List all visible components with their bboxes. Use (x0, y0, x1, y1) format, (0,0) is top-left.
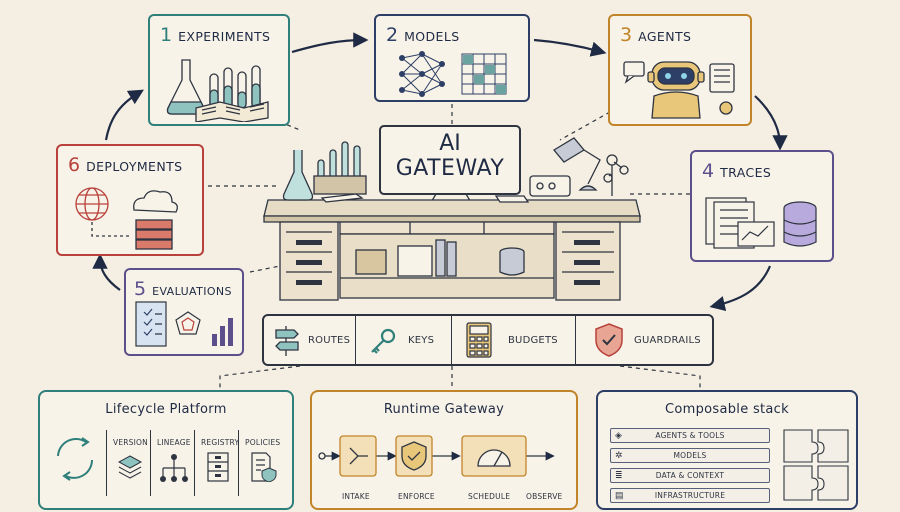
gateway-toolbar: ROUTES KEYS BUDGETS GUARDRAILS (262, 314, 714, 366)
cabinet-icon (207, 452, 229, 482)
step-number: 6 (68, 154, 81, 176)
step-title: AGENTS (638, 29, 692, 44)
stack-layer-label: AGENTS & TOOLS (655, 431, 725, 440)
lifecycle-item-label: REGISTRY (201, 438, 240, 447)
lifecycle-item-policies[interactable]: POLICIES (238, 430, 285, 496)
gateway-title-line1: AI (439, 131, 461, 156)
shield-icon (595, 323, 623, 357)
step-title: EXPERIMENTS (178, 29, 271, 44)
database-icon: ≣ (615, 470, 623, 480)
runtime-stage-label: ENFORCE (398, 492, 435, 501)
policy-document-icon (251, 452, 277, 482)
lifecycle-item-version[interactable]: VERSION (106, 430, 151, 496)
stack-layer-infrastructure[interactable]: ▤ INFRASTRUCTURE (610, 488, 770, 503)
panel-title: Composable stack (665, 402, 789, 417)
lifecycle-item-label: POLICIES (245, 438, 281, 447)
robot-icon (623, 61, 735, 119)
signpost-icon (275, 326, 299, 356)
arrow-agents-to-traces (754, 95, 788, 151)
step-title: DEPLOYMENTS (86, 159, 183, 174)
stack-layer-label: MODELS (673, 451, 707, 460)
neural-network-icon (399, 51, 507, 97)
checklist-icon (135, 301, 233, 347)
toolbar-guardrails[interactable]: GUARDRAILS (576, 316, 712, 364)
arrow-experiments-to-models (291, 32, 369, 54)
step-number: 4 (702, 160, 715, 182)
toolbar-budgets[interactable]: BUDGETS (452, 316, 576, 364)
cycle-arrows-icon (57, 437, 93, 481)
arrow-models-to-agents (533, 38, 607, 57)
lifecycle-items: VERSION LINEAGE REGISTRY POLICIES (106, 430, 286, 500)
toolbar-label: GUARDRAILS (634, 335, 701, 346)
network-icon: ✲ (615, 450, 623, 460)
panel-title: Lifecycle Platform (105, 402, 227, 417)
arrow-deployments-to-experiments (104, 89, 144, 141)
runtime-pipeline (318, 435, 555, 477)
gateway-title-line2: GATEWAY (395, 156, 505, 181)
lifecycle-item-registry[interactable]: REGISTRY (194, 430, 239, 496)
lifecycle-item-label: LINEAGE (157, 438, 191, 447)
arrow-traces-to-toolbar (709, 265, 772, 312)
trace-documents-icon (705, 197, 817, 249)
lifecycle-platform-panel[interactable]: Lifecycle Platform VERSION LINEAGE REGIS… (38, 390, 294, 510)
runtime-stage-label: OBSERVE (526, 492, 563, 501)
toolbar-routes[interactable]: ROUTES (264, 316, 356, 364)
step-title: MODELS (404, 29, 460, 44)
stack-layer-label: INFRASTRUCTURE (654, 491, 726, 500)
runtime-stage-label: SCHEDULE (468, 492, 511, 501)
layers-icon (117, 455, 143, 479)
arrow-evaluations-to-deployments (92, 253, 121, 291)
step-agents-card[interactable]: 3 AGENTS (608, 14, 752, 126)
toolbar-label: ROUTES (308, 335, 351, 346)
toolbar-label: BUDGETS (508, 335, 558, 346)
stack-layer-label: DATA & CONTEXT (655, 471, 725, 480)
stack-layer-models[interactable]: ✲ MODELS (610, 448, 770, 463)
step-deployments-card[interactable]: 6 DEPLOYMENTS (56, 144, 204, 256)
tree-icon (160, 454, 188, 482)
runtime-stage-label: INTAKE (342, 492, 370, 501)
flask-icon (166, 59, 269, 122)
lifecycle-item-lineage[interactable]: LINEAGE (150, 430, 195, 496)
globe-server-icon (75, 187, 178, 250)
puzzle-icon (783, 429, 849, 501)
step-number: 2 (386, 24, 399, 46)
step-models-card[interactable]: 2 MODELS (374, 14, 530, 102)
step-traces-card[interactable]: 4 TRACES (690, 150, 834, 262)
composable-stack-panel[interactable]: Composable stack ◈ AGENTS & TOOLS ✲ MODE… (596, 390, 858, 510)
cube-icon: ◈ (615, 430, 622, 440)
toolbar-keys[interactable]: KEYS (356, 316, 452, 364)
gateway-title-panel[interactable]: AI GATEWAY (380, 126, 520, 194)
step-number: 1 (160, 24, 173, 46)
lifecycle-item-label: VERSION (113, 438, 148, 447)
step-number: 3 (620, 24, 633, 46)
runtime-gateway-panel[interactable]: Runtime Gateway INTAKE ENFORCE SCHEDULE … (310, 390, 578, 510)
calculator-icon (466, 322, 492, 358)
toolbar-label: KEYS (408, 335, 435, 346)
server-icon: ▤ (615, 490, 624, 500)
step-evaluations-card[interactable]: 5 EVALUATIONS (124, 268, 244, 356)
stack-layer-data-context[interactable]: ≣ DATA & CONTEXT (610, 468, 770, 483)
step-experiments-card[interactable]: 1 EXPERIMENTS (148, 14, 290, 126)
step-title: TRACES (720, 165, 772, 180)
step-number: 5 (134, 278, 147, 300)
step-title: EVALUATIONS (152, 285, 232, 298)
panel-title: Runtime Gateway (383, 402, 505, 417)
stack-layer-agents-tools[interactable]: ◈ AGENTS & TOOLS (610, 428, 770, 443)
key-icon (371, 328, 396, 354)
